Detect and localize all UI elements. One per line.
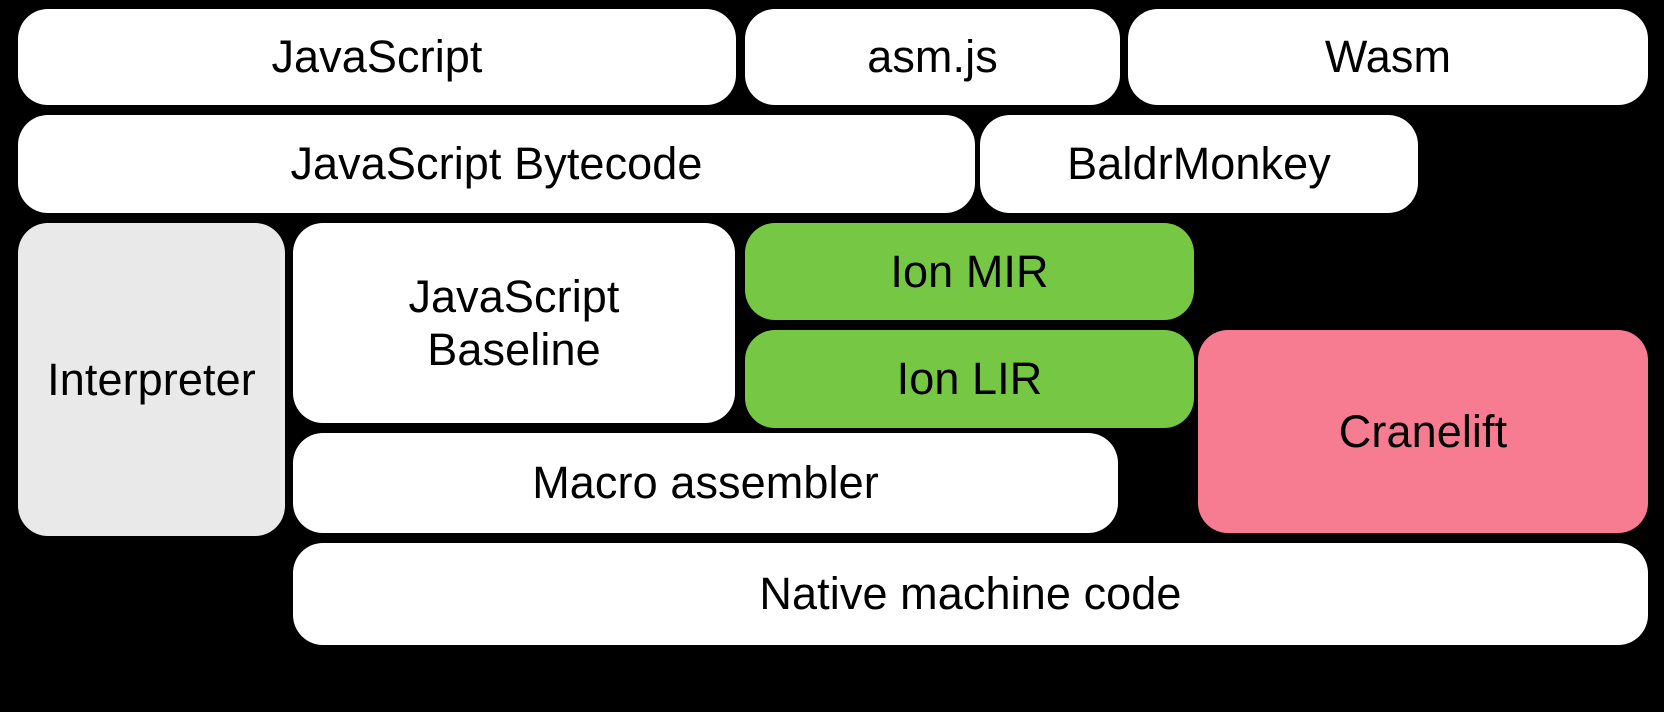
node-macro-assembler: Macro assembler: [293, 433, 1118, 533]
node-javascript: JavaScript: [18, 9, 736, 105]
node-interpreter: Interpreter: [18, 223, 285, 536]
node-javascript-bytecode: JavaScript Bytecode: [18, 115, 975, 213]
node-native-machine-code: Native machine code: [293, 543, 1648, 645]
node-javascript-baseline: JavaScript Baseline: [293, 223, 735, 423]
node-baldrmonkey: BaldrMonkey: [980, 115, 1418, 213]
node-ion-mir: Ion MIR: [745, 223, 1194, 320]
node-wasm: Wasm: [1128, 9, 1648, 105]
node-cranelift: Cranelift: [1198, 330, 1648, 533]
node-ion-lir: Ion LIR: [745, 330, 1194, 428]
node-asmjs: asm.js: [745, 9, 1120, 105]
